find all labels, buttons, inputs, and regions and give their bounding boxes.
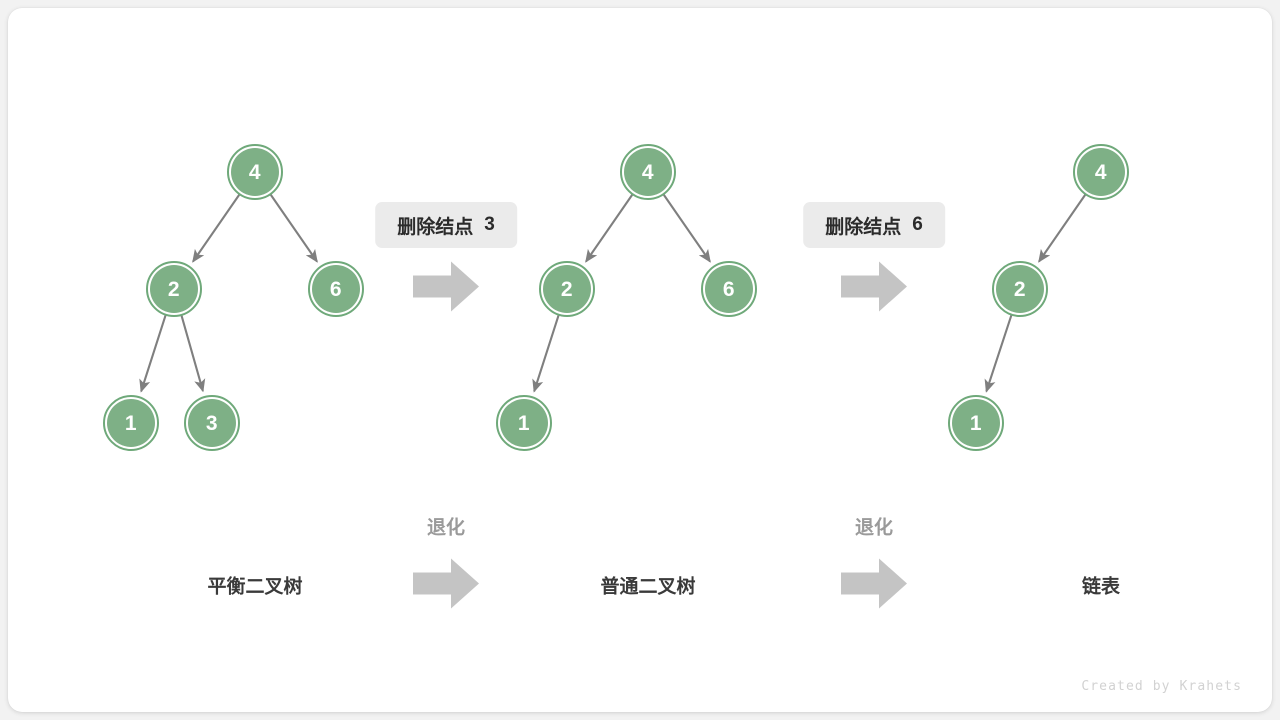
- operation-badge-delete-3: 删除结点 3: [375, 202, 517, 248]
- tree-node-value: 2: [1013, 277, 1027, 301]
- caption-ordinary-bst: 普通二叉树: [600, 576, 696, 598]
- tree-node-disc: 4: [624, 148, 672, 196]
- tree-node-disc: 6: [312, 265, 360, 313]
- operation-value: 3: [484, 214, 495, 235]
- tree-edges-layer: [139, 193, 1087, 393]
- tree-edge: [585, 193, 634, 263]
- tree-node: 2: [539, 261, 595, 317]
- tree-node-value: 4: [1094, 160, 1108, 184]
- tree-node-disc: 2: [150, 265, 198, 313]
- caption-linked-list: 链表: [1081, 576, 1121, 598]
- tree-node-disc: 1: [107, 399, 155, 447]
- tree-edge: [192, 193, 241, 263]
- bottom-block-arrow-2: [841, 558, 907, 614]
- tree-edge: [532, 314, 560, 393]
- tree-node-value: 1: [969, 411, 983, 435]
- figure-card: 4 2 6 1 3 4 2 6 1 4 2 1 删除结点 3: [8, 8, 1272, 712]
- tree-edge: [269, 193, 318, 263]
- caption-balanced-bst: 平衡二叉树: [207, 576, 303, 598]
- tree-node-disc: 1: [500, 399, 548, 447]
- bottom-block-arrow-1: [413, 558, 479, 614]
- operation-label: 删除结点: [397, 216, 474, 238]
- watermark: Created by Krahets: [1081, 679, 1242, 694]
- tree-node: 2: [146, 261, 202, 317]
- degrade-label-1: 退化: [426, 517, 466, 539]
- tree-node-value: 4: [641, 160, 655, 184]
- tree-node: 6: [701, 261, 757, 317]
- tree-node-disc: 3: [188, 399, 236, 447]
- tree-node-disc: 6: [705, 265, 753, 313]
- tree-node: 4: [227, 144, 283, 200]
- tree-node-value: 2: [560, 277, 574, 301]
- tree-node-value: 1: [124, 411, 138, 435]
- top-block-arrow-1: [413, 261, 479, 317]
- tree-node: 1: [948, 395, 1004, 451]
- tree-node: 1: [103, 395, 159, 451]
- tree-node-value: 2: [167, 277, 181, 301]
- tree-node: 1: [496, 395, 552, 451]
- tree-edge: [984, 314, 1013, 393]
- tree-node-disc: 2: [996, 265, 1044, 313]
- tree-node: 2: [992, 261, 1048, 317]
- operation-value: 6: [912, 214, 923, 235]
- tree-node-value: 6: [722, 277, 736, 301]
- operation-label: 删除结点: [825, 216, 902, 238]
- tree-node-disc: 4: [231, 148, 279, 196]
- degrade-label-2: 退化: [854, 517, 894, 539]
- tree-edge: [662, 193, 711, 263]
- tree-node: 4: [620, 144, 676, 200]
- tree-edge: [139, 314, 167, 393]
- tree-node: 6: [308, 261, 364, 317]
- tree-node-value: 1: [517, 411, 531, 435]
- tree-node-value: 4: [248, 160, 262, 184]
- operation-badge-delete-6: 删除结点 6: [803, 202, 945, 248]
- top-block-arrow-2: [841, 261, 907, 317]
- tree-node: 4: [1073, 144, 1129, 200]
- tree-node-disc: 1: [952, 399, 1000, 447]
- tree-node-value: 6: [329, 277, 343, 301]
- tree-node-value: 3: [205, 411, 219, 435]
- tree-edge: [180, 314, 206, 393]
- tree-node: 3: [184, 395, 240, 451]
- tree-node-disc: 2: [543, 265, 591, 313]
- tree-edge: [1038, 193, 1087, 263]
- tree-node-disc: 4: [1077, 148, 1125, 196]
